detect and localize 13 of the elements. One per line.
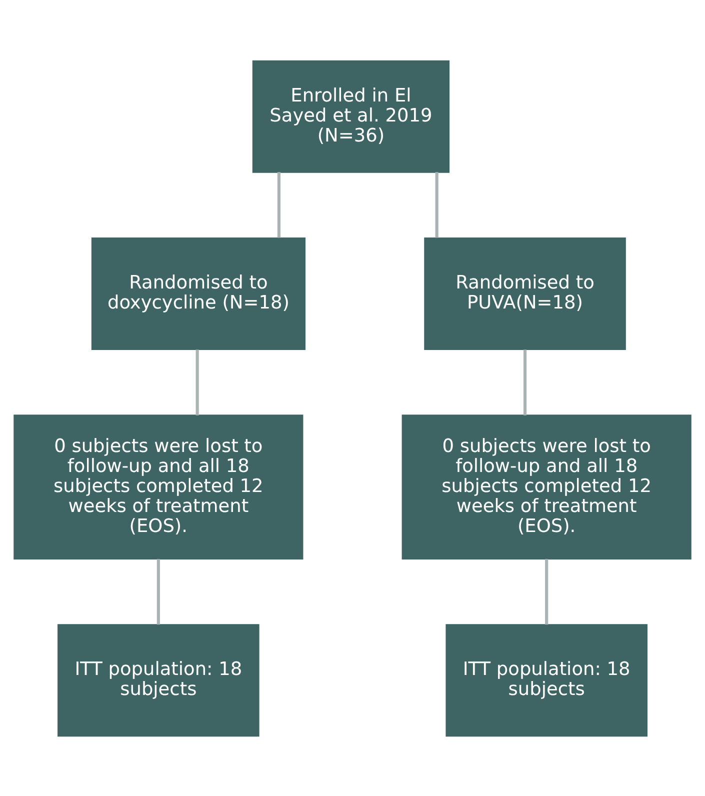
connector: [196, 349, 199, 415]
node-box: ITT population: 18 subjects: [58, 624, 260, 736]
connector: [545, 558, 548, 624]
node-box: Enrolled in El Sayed et al. 2019 (N=36): [252, 60, 450, 172]
connector: [435, 172, 438, 238]
node-box: Randomised to PUVA(N=18): [424, 237, 626, 350]
node-box: Randomised to doxycycline (N=18): [91, 237, 306, 350]
node-box: 0 subjects were lost to follow-up and all 18 subjects completed 12 weeks of treatment (EOS).: [402, 414, 692, 559]
connector: [523, 349, 527, 415]
connector: [277, 172, 280, 238]
node-box: 0 subjects were lost to follow-up and all 18 subjects completed 12 weeks of treatment (EOS).: [14, 414, 304, 559]
node-box: ITT population: 18 subjects: [446, 624, 648, 736]
connector: [156, 558, 160, 624]
